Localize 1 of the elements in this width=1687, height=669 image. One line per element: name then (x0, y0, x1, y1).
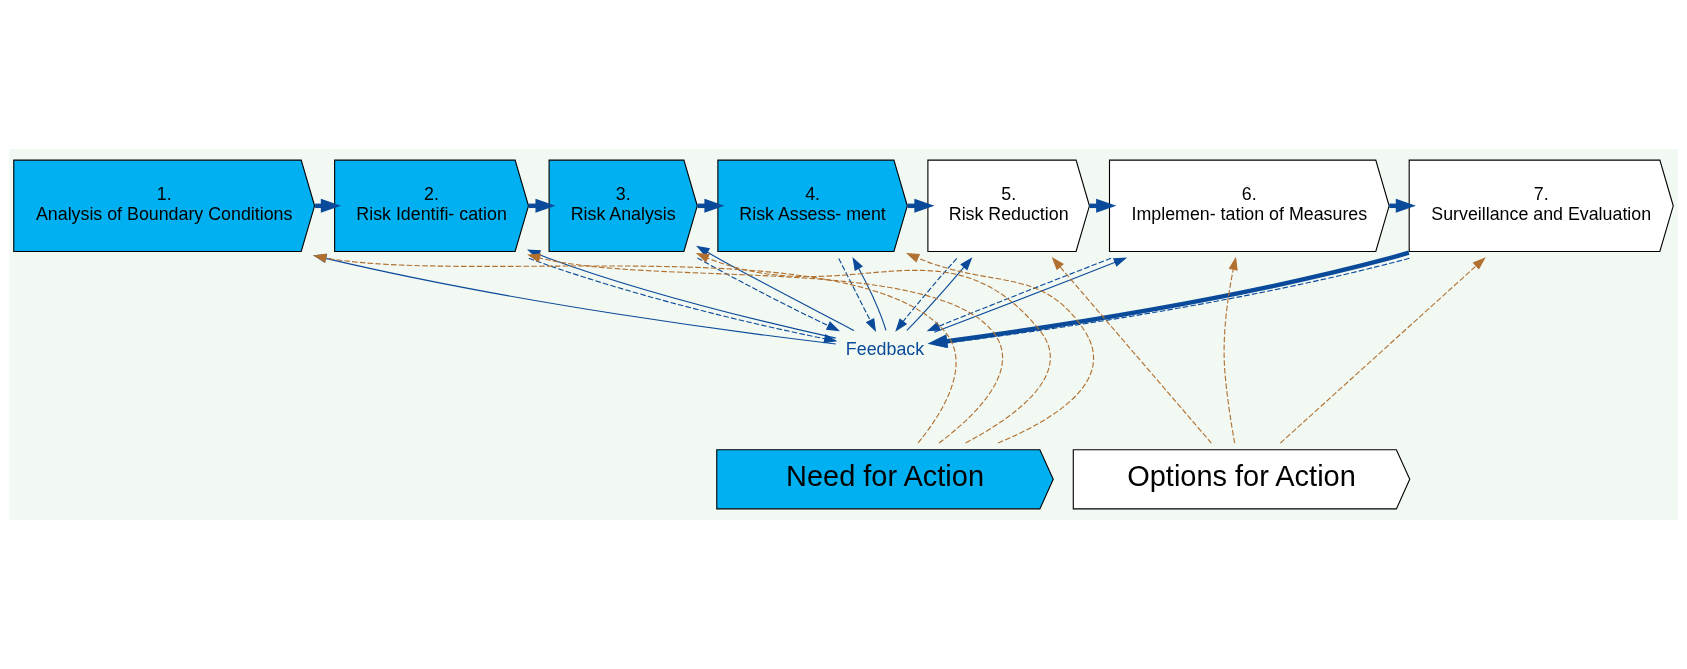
node-text: Feedback (845, 338, 925, 359)
